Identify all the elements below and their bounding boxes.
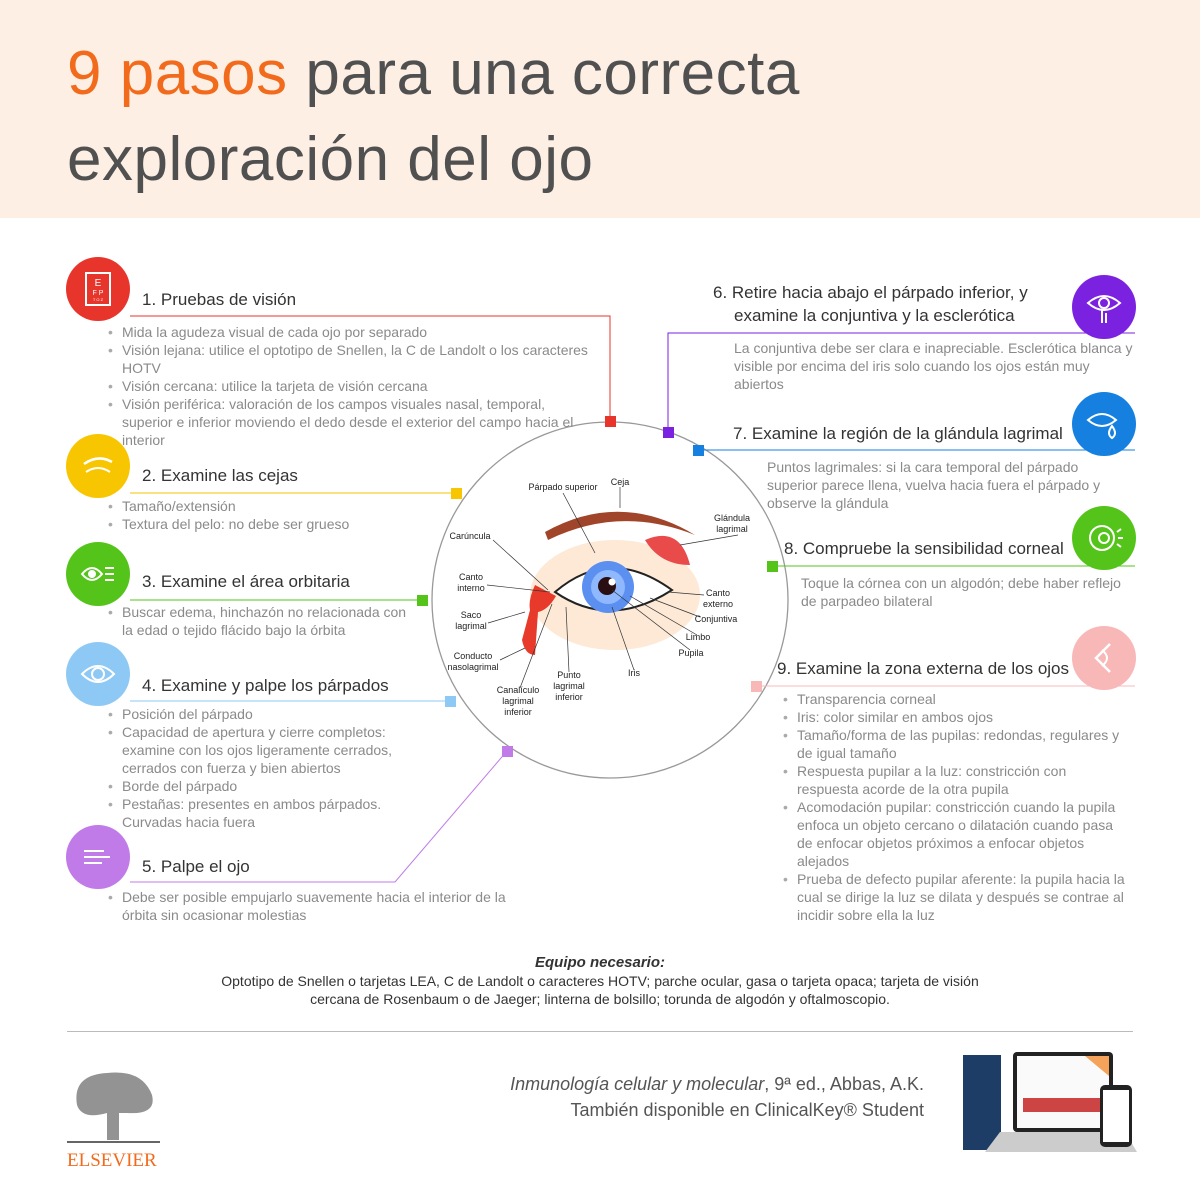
list-item: Acomodación pupilar: constricción cuando…	[783, 798, 1128, 870]
step-5-list: Debe ser posible empujarlo suavemente ha…	[108, 888, 518, 924]
title-text: para una correcta	[287, 39, 800, 108]
label-ceja: Ceja	[610, 477, 630, 487]
elsevier-logo-text: ELSEVIER	[67, 1150, 157, 1171]
label-conducto: Conducto nasolagrimal	[447, 651, 499, 672]
clinicalkey-availability: También disponible en ClinicalKey® Stude…	[570, 1100, 924, 1120]
marker-9	[751, 681, 762, 692]
connector-6	[667, 332, 1135, 432]
label-saco: Saco lagrimal	[455, 610, 487, 631]
marker-4	[445, 696, 456, 707]
label-caruncula: Carúncula	[449, 531, 491, 541]
list-item: Capacidad de apertura y cierre completos…	[108, 723, 433, 777]
step-3-title: 3. Examine el área orbitaria	[142, 572, 350, 591]
page-title: 9 pasos para una correcta	[67, 38, 800, 109]
label-canaliculo: Canalículo lagrimal inferior	[496, 685, 540, 717]
book-title: Inmunología celular y molecular	[510, 1074, 765, 1094]
step-4-title: 4. Examine y palpe los párpados	[142, 676, 389, 695]
list-item: Tamaño/forma de las pupilas: redondas, r…	[783, 726, 1128, 762]
cornea-icon	[1072, 506, 1136, 570]
finger-icon	[66, 825, 130, 889]
marker-1	[605, 416, 616, 427]
book-edition: , 9ª ed., Abbas, A.K.	[764, 1074, 924, 1094]
list-item: Transparencia corneal	[783, 690, 1128, 708]
list-item: Borde del párpado	[108, 777, 433, 795]
equipment-line-1: Optotipo de Snellen o tarjetas LEA, C de…	[221, 973, 979, 989]
step-4-list: Posición del párpadoCapacidad de apertur…	[108, 705, 433, 831]
svg-text:F P: F P	[93, 290, 104, 297]
header-banner: 9 pasos para una correcta exploración de…	[0, 0, 1200, 218]
svg-text:T O Z: T O Z	[93, 297, 104, 302]
eye-side-icon	[66, 542, 130, 606]
label-limbo: Limbo	[685, 632, 711, 642]
list-item: Pestañas: presentes en ambos párpados. C…	[108, 795, 433, 831]
step-2-list: Tamaño/extensiónTextura del pelo: no deb…	[108, 497, 408, 533]
marker-2	[451, 488, 462, 499]
step-8-title: 8. Compruebe la sensibilidad corneal	[784, 539, 1064, 558]
list-item: Visión periférica: valoración de los cam…	[108, 395, 598, 449]
label-canto-externo: Canto externo	[702, 588, 734, 609]
marker-3	[417, 595, 428, 606]
list-item: Textura del pelo: no debe ser grueso	[108, 515, 408, 533]
list-item: Posición del párpado	[108, 705, 433, 723]
equipment-title: Equipo necesario:	[534, 954, 666, 971]
list-item: Visión cercana: utilice la tarjeta de vi…	[108, 377, 598, 395]
marker-7	[693, 445, 704, 456]
list-item: Respuesta pupilar a la luz: constricción…	[783, 762, 1128, 798]
elsevier-tree-logo	[67, 1065, 160, 1145]
step-6-title-line2: examine la conjuntiva y la esclerótica	[734, 306, 1015, 325]
marker-8	[767, 561, 778, 572]
page-title-line2: exploración del ojo	[67, 125, 594, 194]
step-9-list: Transparencia cornealIris: color similar…	[783, 690, 1128, 924]
eye-profile-icon	[1072, 626, 1136, 690]
label-pupila: Pupila	[678, 648, 704, 658]
connector-1	[130, 315, 611, 421]
step-6-title: 6. Retire hacia abajo el párpado inferio…	[713, 283, 1028, 302]
tear-icon	[1072, 392, 1136, 456]
svg-text:E: E	[95, 278, 102, 289]
book-citation: Inmunología celular y molecular, 9ª ed.,…	[510, 1074, 924, 1095]
step-5-title: 5. Palpe el ojo	[142, 857, 250, 876]
label-iris: Iris	[628, 668, 640, 678]
step-8-text: Toque la córnea con un algodón; debe hab…	[801, 575, 1121, 609]
label-glandula: Glándula lagrimal	[713, 513, 751, 534]
step-3-list: Buscar edema, hinchazón no relacionada c…	[108, 603, 408, 639]
step-1-title: 1. Pruebas de visión	[142, 290, 297, 309]
eye-illustration	[486, 487, 739, 689]
step-6-text: La conjuntiva debe ser clara e inaprecia…	[734, 340, 1133, 392]
step-1-list: Mida la agudeza visual de cada ojo por s…	[108, 323, 598, 449]
marker-6	[663, 427, 674, 438]
list-item: Tamaño/extensión	[108, 497, 408, 515]
title-highlight: 9 pasos	[67, 39, 288, 108]
list-item: Debe ser posible empujarlo suavemente ha…	[108, 888, 518, 924]
connector-5	[130, 750, 508, 883]
eye-icon	[66, 642, 130, 706]
label-canto-interno: Canto interno	[457, 572, 485, 593]
list-item: Prueba de defecto pupilar aferente: la p…	[783, 870, 1128, 924]
eye-touch-icon	[1072, 275, 1136, 339]
equipment-line-2: cercana de Rosenbaum o de Jaeger; linter…	[310, 991, 890, 1007]
list-item: Visión lejana: utilice el optotipo de Sn…	[108, 341, 598, 377]
step-7-title: 7. Examine la región de la glándula lagr…	[733, 424, 1063, 443]
list-item: Buscar edema, hinchazón no relacionada c…	[108, 603, 408, 639]
step-9-title: 9. Examine la zona externa de los ojos	[777, 659, 1070, 678]
label-parpado-superior: Párpado superior	[528, 482, 598, 492]
step-2-title: 2. Examine las cejas	[142, 466, 298, 485]
marker-5	[502, 746, 513, 757]
list-item: Iris: color similar en ambos ojos	[783, 708, 1128, 726]
step-7-text: Puntos lagrimales: si la cara temporal d…	[767, 459, 1101, 511]
label-punto: Punto lagrimal inferior	[553, 670, 585, 702]
devices-image	[945, 1050, 1140, 1170]
divider	[67, 1031, 1133, 1032]
list-item: Mida la agudeza visual de cada ojo por s…	[108, 323, 598, 341]
label-conjuntiva: Conjuntiva	[694, 614, 738, 624]
